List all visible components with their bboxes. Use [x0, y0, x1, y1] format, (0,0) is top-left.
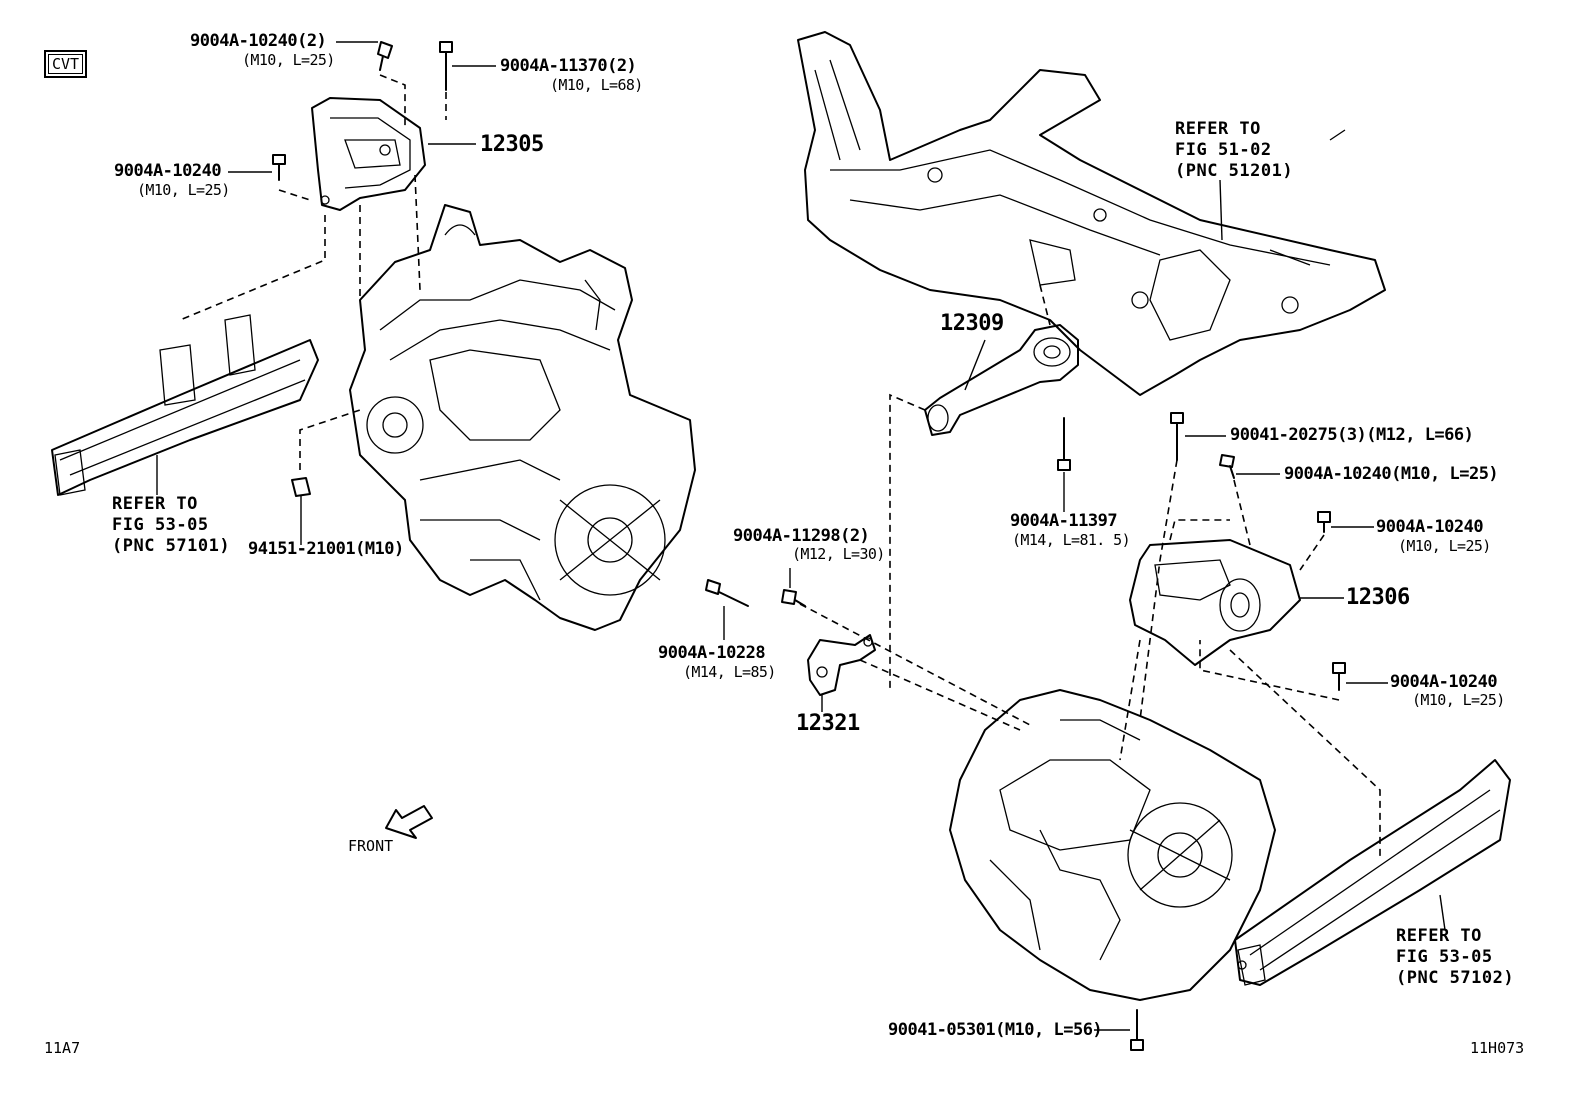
part-label-12306[interactable]: 12306	[1346, 585, 1410, 610]
nut-label-4[interactable]: 94151-21001(M10)	[248, 539, 404, 559]
bolt-label-3[interactable]: 9004A-10240	[114, 161, 222, 181]
bolt-label-1[interactable]: 9004A-10240(2)	[190, 31, 327, 51]
engine-drawing	[349, 204, 696, 631]
bolt-label-8[interactable]: 90041-20275(3)(M12, L=66)	[1230, 425, 1474, 445]
left-side-rail-drawing	[51, 314, 319, 496]
bolt-icon	[1332, 662, 1346, 691]
part-label-12309[interactable]: 12309	[940, 311, 1004, 336]
transmission-type-badge: CVT	[44, 50, 87, 78]
bolt-label-5[interactable]: 9004A-11298(2)	[733, 526, 870, 546]
bolt-icon	[1130, 1009, 1144, 1051]
bolt-icon	[272, 154, 286, 181]
torque-rod-12309-drawing	[924, 324, 1079, 436]
bolt-icon	[1170, 412, 1184, 461]
mount-12305-drawing	[311, 97, 426, 211]
bolt-icon	[377, 41, 393, 71]
bolt-spec-7: (M14, L=81. 5)	[1012, 531, 1131, 549]
part-label-12305[interactable]: 12305	[480, 132, 544, 157]
right-side-rail-drawing	[1234, 759, 1511, 986]
bolt-icon	[439, 41, 453, 91]
bolt-icon	[1317, 511, 1331, 533]
bolt-label-11[interactable]: 9004A-10240	[1390, 672, 1498, 692]
bolt-label-10[interactable]: 9004A-10240	[1376, 517, 1484, 537]
subframe-drawing	[797, 31, 1386, 396]
bolt-spec-5: (M12, L=30)	[792, 545, 885, 563]
bolt-spec-1: (M10, L=25)	[242, 51, 335, 69]
bolt-label-2[interactable]: 9004A-11370(2)	[500, 56, 637, 76]
bolt-icon	[781, 589, 806, 607]
bolt-spec-3: (M10, L=25)	[137, 181, 230, 199]
front-arrow-icon	[385, 805, 433, 839]
transaxle-drawing	[949, 689, 1276, 1001]
part-label-12321[interactable]: 12321	[796, 711, 860, 736]
bolt-label-9[interactable]: 9004A-10240(M10, L=25)	[1284, 464, 1499, 484]
bolt-icon	[1057, 417, 1071, 471]
mount-12306-drawing	[1129, 539, 1301, 666]
bolt-label-12[interactable]: 90041-05301(M10, L=56)	[888, 1020, 1103, 1040]
bolt-spec-10: (M10, L=25)	[1398, 537, 1491, 555]
reference-note-top[interactable]: REFER TO FIG 51-02 (PNC 51201)	[1175, 119, 1294, 181]
reference-note-left[interactable]: REFER TO FIG 53-05 (PNC 57101)	[112, 494, 231, 556]
reference-note-right[interactable]: REFER TO FIG 53-05 (PNC 57102)	[1396, 926, 1515, 988]
bolt-label-7[interactable]: 9004A-11397	[1010, 511, 1118, 531]
nut-icon	[291, 477, 311, 497]
sheet-code-left: 11A7	[44, 1039, 81, 1057]
bolt-icon	[705, 579, 749, 607]
front-direction-label: FRONT	[348, 837, 394, 855]
bolt-label-6[interactable]: 9004A-10228	[658, 643, 766, 663]
bolt-spec-11: (M10, L=25)	[1412, 691, 1505, 709]
bolt-icon	[1219, 454, 1235, 479]
assembly-lines	[179, 74, 1381, 860]
leader-lines	[156, 41, 1446, 1031]
bolt-spec-6: (M14, L=85)	[683, 663, 776, 681]
bracket-12321-drawing	[807, 634, 876, 696]
sheet-code-right: 11H073	[1470, 1039, 1525, 1057]
bolt-spec-2: (M10, L=68)	[550, 76, 643, 94]
